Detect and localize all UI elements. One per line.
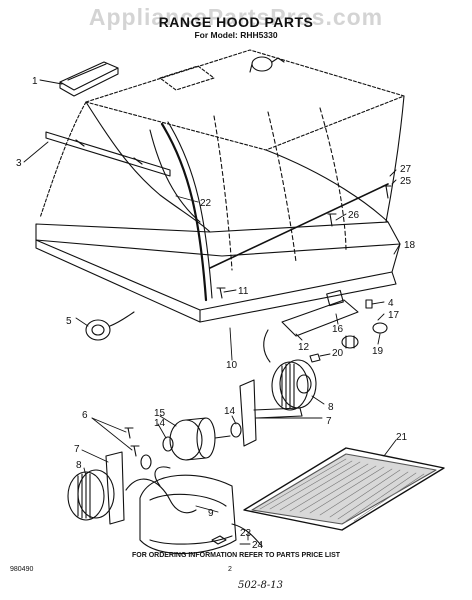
diagram-title: RANGE HOOD PARTS (158, 14, 314, 30)
part-switch-panel (263, 289, 388, 363)
callout-20: 20 (332, 348, 344, 359)
callout-25: 25 (400, 176, 412, 187)
callout-8-left: 8 (76, 460, 82, 471)
callout-4: 4 (388, 298, 394, 309)
callout-14-left: 14 (154, 418, 166, 429)
part-blower-housing (139, 466, 237, 555)
callout-6: 6 (82, 410, 88, 421)
part-top-fitting (249, 56, 285, 73)
model-line: For Model: RHH5330 (194, 30, 278, 40)
handwritten-note: 502-8-13 (238, 580, 283, 591)
callout-1: 1 (32, 76, 38, 87)
callout-21: 21 (396, 432, 408, 443)
callout-7-right: 7 (326, 416, 332, 427)
part-grease-filter (243, 447, 445, 531)
callout-10: 10 (226, 360, 238, 371)
callout-17: 17 (388, 310, 400, 321)
callout-26: 26 (348, 210, 360, 221)
callout-9: 9 (208, 508, 214, 519)
callout-11: 11 (238, 286, 249, 297)
callout-8-right: 8 (328, 402, 334, 413)
callout-19: 19 (372, 346, 384, 357)
part-blower-wheel-right (271, 359, 317, 411)
part-light-lens (59, 61, 119, 97)
callout-27: 27 (400, 164, 412, 175)
callout-15: 15 (154, 408, 166, 419)
part-grommet (85, 311, 135, 341)
part-bracket (45, 131, 171, 177)
part-motor (140, 417, 242, 470)
callout-labels: 1 3 22 27 25 26 18 11 4 17 5 16 12 19 20… (16, 76, 416, 551)
part-wiring (125, 478, 263, 547)
callout-22: 22 (200, 198, 212, 209)
part-mount-bracket-left (105, 451, 125, 525)
document-number: 980490 (10, 566, 34, 573)
callout-16: 16 (332, 324, 344, 335)
part-mount-bracket-right (239, 379, 303, 447)
callout-18: 18 (404, 240, 416, 251)
callout-23: 23 (240, 528, 252, 539)
page-number: 2 (228, 566, 232, 573)
leader-lines (23, 79, 401, 545)
part-screws (124, 185, 392, 457)
callout-24: 24 (252, 540, 264, 551)
hood-body (35, 49, 405, 323)
callout-3: 3 (16, 158, 22, 169)
callout-14-right: 14 (224, 406, 236, 417)
callout-7-left: 7 (74, 444, 80, 455)
part-blower-wheel-left (67, 469, 115, 521)
callout-5: 5 (66, 316, 72, 327)
ordering-note: FOR ORDERING INFORMATION REFER TO PARTS … (131, 552, 341, 559)
callout-12: 12 (298, 342, 310, 353)
watermark: AppliancePartsPros.com (88, 4, 384, 30)
